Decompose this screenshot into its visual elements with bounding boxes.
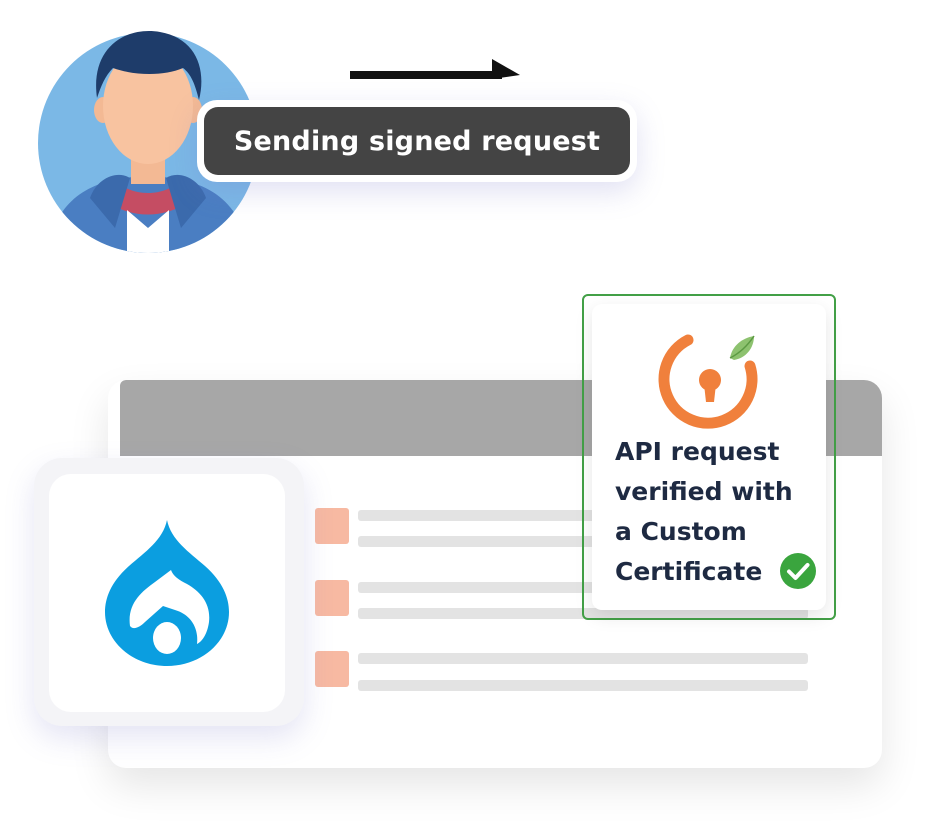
- verification-line: verified with: [615, 477, 793, 506]
- list-item-line: [358, 680, 808, 691]
- list-item-marker: [315, 580, 349, 616]
- status-bubble-text: Sending signed request: [204, 107, 630, 175]
- user-avatar-icon: [38, 31, 258, 253]
- verification-card: API request verified with a Custom Certi…: [592, 304, 826, 610]
- drupal-logo-card: [49, 474, 285, 712]
- arrow-right-icon: [350, 59, 520, 79]
- verification-line: Certificate: [615, 557, 763, 586]
- check-circle-icon: [780, 553, 816, 589]
- status-bubble: Sending signed request: [197, 100, 637, 182]
- list-item-line: [358, 653, 808, 664]
- drupal-logo-icon: [105, 520, 229, 666]
- keyhole-shield-icon: [658, 334, 758, 429]
- verification-highlight: [582, 294, 836, 620]
- verification-line: API request: [615, 437, 780, 466]
- verification-message: API request verified with a Custom Certi…: [615, 432, 827, 592]
- list-item-marker: [315, 508, 349, 544]
- list-item-marker: [315, 651, 349, 687]
- verification-line: a Custom: [615, 517, 747, 546]
